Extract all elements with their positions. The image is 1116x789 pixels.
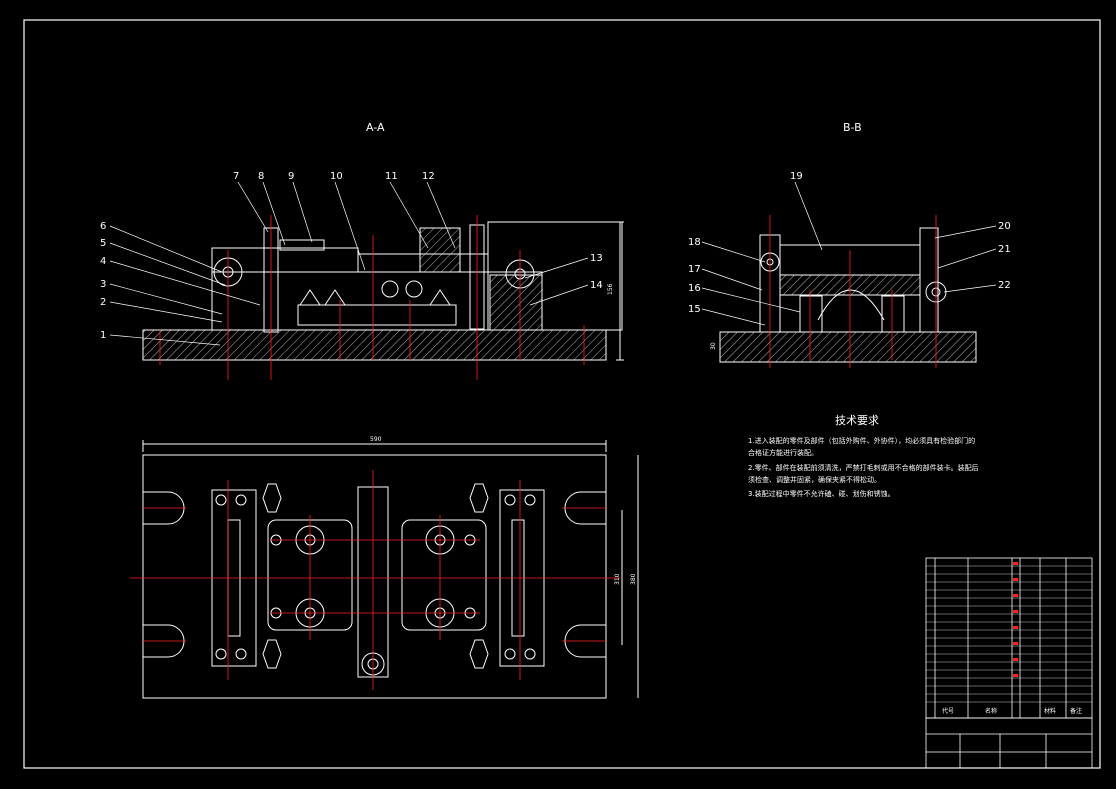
part-label: 1 xyxy=(100,330,106,341)
tech-requirements-heading: 技术要求 xyxy=(835,414,879,427)
part-label: 18 xyxy=(688,237,701,248)
tech-requirement-line: 1.进入装配的零件及部件（包括外购件、外协件），均必须具有检验部门的 xyxy=(748,436,975,445)
part-label: 21 xyxy=(998,244,1011,255)
section-aa-centerlines xyxy=(159,215,585,380)
part-label: 5 xyxy=(100,238,106,249)
drawing-frame xyxy=(23,19,1101,769)
part-label: 6 xyxy=(100,221,106,232)
part-label: 14 xyxy=(590,280,603,291)
part-label: 11 xyxy=(385,171,398,182)
part-label: 10 xyxy=(330,171,343,182)
part-label: 7 xyxy=(233,171,239,182)
part-label: 16 xyxy=(688,283,701,294)
part-label: 12 xyxy=(422,171,435,182)
dimension-overall-length: 590 xyxy=(370,436,382,443)
title-block-col-material: 材料 xyxy=(1044,707,1056,715)
part-label: 4 xyxy=(100,256,106,267)
title-block-col-name: 名称 xyxy=(985,707,997,715)
title-block-col-remark: 备注 xyxy=(1070,707,1082,715)
plan-view-centerlines xyxy=(130,470,620,690)
title-block-col-code: 代号 xyxy=(942,707,954,715)
section-title-bb: B-B xyxy=(843,121,862,134)
part-label: 22 xyxy=(998,280,1011,291)
dimension-height-aa: 156 xyxy=(607,283,614,295)
part-label: 17 xyxy=(688,264,701,275)
parts-list-red-marks xyxy=(1013,562,1018,677)
part-label: 3 xyxy=(100,279,106,290)
tech-requirement-line: 3.装配过程中零件不允许磕、碰、划伤和锈蚀。 xyxy=(748,489,895,498)
leader-lines-aa xyxy=(109,181,589,346)
part-labels-aa: 1 2 3 4 5 6 7 8 9 10 11 12 13 14 xyxy=(100,171,603,341)
plan-view xyxy=(142,440,639,699)
section-title-aa: A-A xyxy=(366,121,385,134)
part-labels-bb: 15 16 17 18 19 20 21 22 xyxy=(688,171,1011,315)
section-aa-view xyxy=(142,221,624,361)
section-bb-centerlines xyxy=(769,215,937,368)
parts-list-table xyxy=(925,557,1093,769)
tech-requirement-line: 合格证方能进行装配。 xyxy=(748,448,818,457)
part-label: 9 xyxy=(288,171,294,182)
part-label: 20 xyxy=(998,221,1011,232)
section-bb-view xyxy=(719,227,977,363)
dimension-width-inner: 310 xyxy=(614,573,621,585)
tech-requirement-line: 2.零件、部件在装配前须清洗，严禁打毛刺或用不合格的部件装卡。装配后 xyxy=(748,463,979,472)
part-label: 8 xyxy=(258,171,264,182)
part-label: 13 xyxy=(590,253,603,264)
part-label: 15 xyxy=(688,304,701,315)
dimension-height-bb: 30 xyxy=(710,342,717,350)
dimension-width-outer: 380 xyxy=(630,573,637,585)
tech-requirement-line: 须检查、调整并固紧，确保夹紧不得松动。 xyxy=(748,475,881,484)
part-label: 2 xyxy=(100,297,106,308)
part-label: 19 xyxy=(790,171,803,182)
technical-requirements: 技术要求 1.进入装配的零件及部件（包括外购件、外协件），均必须具有检验部门的 … xyxy=(748,414,979,498)
leader-lines-bb xyxy=(701,181,997,326)
